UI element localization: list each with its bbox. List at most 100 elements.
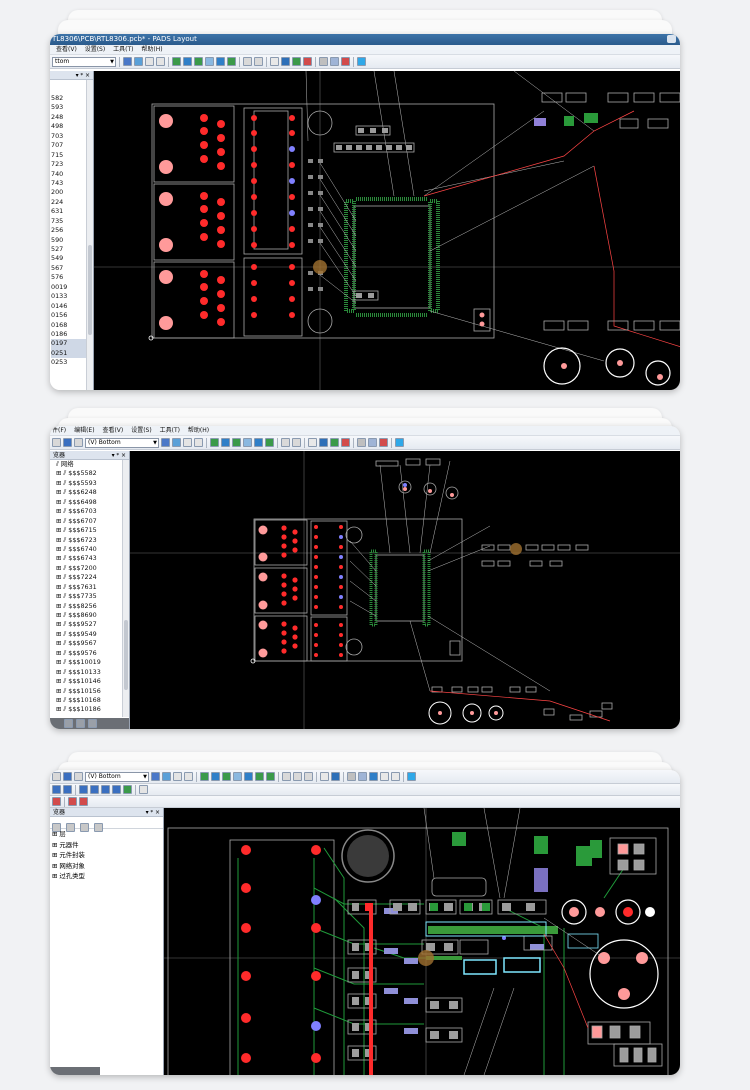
diagonal-icon[interactable] <box>216 57 225 66</box>
move-icon[interactable] <box>221 438 230 447</box>
drc-icon[interactable] <box>379 438 388 447</box>
board-icon[interactable] <box>368 438 377 447</box>
board-icon[interactable] <box>358 772 367 781</box>
list-item[interactable]: 723 <box>51 160 64 169</box>
list-item[interactable]: 200 <box>51 188 64 197</box>
zoom-icon[interactable] <box>320 772 329 781</box>
print-icon[interactable] <box>74 772 83 781</box>
pin-icon[interactable]: ▾ ᵠ × <box>111 452 126 459</box>
move-icon[interactable] <box>211 772 220 781</box>
tree-node-net[interactable]: ⊞ ⫽ $$$10186 <box>56 705 101 714</box>
tree-node-components[interactable]: ⊞ 元器件 <box>52 840 79 849</box>
display-icon[interactable] <box>162 772 171 781</box>
tree-node-net[interactable]: ⊞ ⫽ $$$6740 <box>56 544 97 553</box>
open-icon[interactable] <box>52 438 61 447</box>
menu-view[interactable]: 查看(V) <box>102 427 124 434</box>
list-item[interactable]: 576 <box>51 273 64 282</box>
scrollbar-thumb[interactable] <box>124 620 128 690</box>
move-icon[interactable] <box>183 57 192 66</box>
monitor-icon[interactable] <box>391 772 400 781</box>
menu-setup[interactable]: 设置(S) <box>84 46 106 53</box>
list-item[interactable]: 256 <box>51 226 64 235</box>
tree-node-net[interactable]: ⊞ ⫽ $$$10019 <box>56 658 101 667</box>
menu-tools[interactable]: 工具(T) <box>159 427 180 434</box>
list-item[interactable]: 0186 <box>51 329 68 338</box>
tree-node-net[interactable]: ⊞ ⫽ $$$6723 <box>56 535 97 544</box>
list-item[interactable]: 0253 <box>51 358 68 367</box>
list-item[interactable]: 740 <box>51 169 64 178</box>
plus-icon[interactable] <box>255 772 264 781</box>
list-item[interactable]: 248 <box>51 112 64 121</box>
tree-node-net[interactable]: ⊞ ⫽ $$$8256 <box>56 601 97 610</box>
plus-icon[interactable] <box>90 785 99 794</box>
component-icon[interactable] <box>266 772 275 781</box>
menu-help[interactable]: 帮助(H) <box>187 427 210 434</box>
text-icon[interactable] <box>139 785 148 794</box>
rect-icon[interactable] <box>79 785 88 794</box>
highlight-icon[interactable] <box>303 57 312 66</box>
redo-icon[interactable] <box>254 57 263 66</box>
menu-setup[interactable]: 设置(S) <box>131 427 152 434</box>
footer-icon[interactable] <box>76 719 85 728</box>
minimize-button[interactable] <box>667 35 676 43</box>
tree-node-net[interactable]: ⊞ ⫽ $$$10168 <box>56 695 101 704</box>
list-item[interactable]: 0156 <box>51 311 68 320</box>
undo-icon[interactable] <box>243 57 252 66</box>
tree-node-net[interactable]: ⊞ ⫽ $$$9527 <box>56 620 97 629</box>
paste-icon[interactable] <box>156 57 165 66</box>
tree-node-net[interactable]: ⊞ ⫽ $$$5582 <box>56 469 97 478</box>
tree-node-net[interactable]: ⊞ ⫽ $$$10156 <box>56 686 101 695</box>
plus-icon[interactable] <box>265 438 274 447</box>
tree-node-net[interactable]: ⊞ ⫽ $$$7200 <box>56 563 97 572</box>
list-item-selected[interactable]: 0197 <box>51 339 93 349</box>
pcb-canvas[interactable] <box>130 451 680 729</box>
tree-node-net[interactable]: ⊞ ⫽ $$$6248 <box>56 488 97 497</box>
tree-node-net[interactable]: ⊞ ⫽ $$$9576 <box>56 648 97 657</box>
tree-node-via-types[interactable]: ⊞ 过孔类型 <box>52 872 85 880</box>
scrollbar-thumb[interactable] <box>88 245 92 335</box>
layer-select[interactable]: (V) Bottom▼ <box>85 437 159 448</box>
tree-node-net[interactable]: ⊞ ⫽ $$$6715 <box>56 526 97 535</box>
list-item[interactable]: 0019 <box>51 282 68 291</box>
drc-icon[interactable] <box>52 797 61 806</box>
list-item[interactable]: 549 <box>51 254 64 263</box>
select-icon[interactable] <box>292 57 301 66</box>
menu-help[interactable]: 帮助(H) <box>141 46 163 53</box>
tree-node-net[interactable]: ⊞ ⫽ $$$6703 <box>56 507 97 516</box>
menu-view[interactable]: 查看(V) <box>56 46 77 53</box>
plus-icon[interactable] <box>227 57 236 66</box>
drc-icon[interactable] <box>341 57 350 66</box>
redo-icon[interactable] <box>293 772 302 781</box>
shield-icon[interactable] <box>112 785 121 794</box>
display-icon[interactable] <box>134 57 143 66</box>
layer-icon[interactable] <box>161 438 170 447</box>
tree-node-layers[interactable]: ⊞ 层 <box>52 830 66 838</box>
tree-root-nets[interactable]: ⫽ 网络 <box>56 460 74 468</box>
zoom-icon[interactable] <box>308 438 317 447</box>
paste-icon[interactable] <box>194 438 203 447</box>
tree-node-net-objects[interactable]: ⊞ 网络对象 <box>52 861 85 870</box>
redo-icon[interactable] <box>292 438 301 447</box>
tree-node-net[interactable]: ⊞ ⫽ $$$9567 <box>56 639 97 648</box>
filter-icon[interactable] <box>281 57 290 66</box>
tree-node-net[interactable]: ⊞ ⫽ $$$9549 <box>56 629 97 638</box>
list-item[interactable]: 0168 <box>51 320 68 329</box>
sketch-icon[interactable] <box>233 772 242 781</box>
cut-icon[interactable] <box>66 823 76 832</box>
filter-icon[interactable] <box>331 772 340 781</box>
print-icon[interactable] <box>74 438 83 447</box>
menu-file[interactable]: 件(F) <box>52 427 67 434</box>
clear-icon[interactable] <box>79 797 88 806</box>
route-icon[interactable] <box>172 57 181 66</box>
tree-node-net[interactable]: ⊞ ⫽ $$$6743 <box>56 554 97 563</box>
list-item-selected[interactable]: 0251 <box>51 348 93 359</box>
line-icon[interactable] <box>52 785 61 794</box>
hatch-icon[interactable] <box>101 785 110 794</box>
copy-icon[interactable] <box>145 57 154 66</box>
layer-icon[interactable] <box>123 57 132 66</box>
arc-icon[interactable] <box>63 785 72 794</box>
move-icon[interactable] <box>369 772 378 781</box>
tree-node-net[interactable]: ⊞ ⫽ $$$5593 <box>56 478 97 487</box>
undo-icon[interactable] <box>282 772 291 781</box>
pcb-canvas[interactable] <box>94 71 680 390</box>
